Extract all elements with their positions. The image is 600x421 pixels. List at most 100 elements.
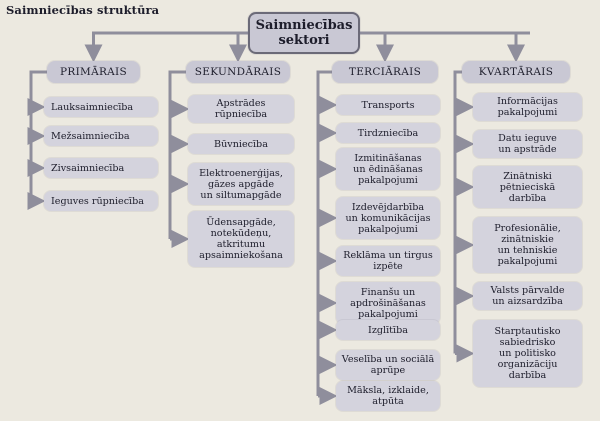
category-secondary: SEKUNDĀRAIS: [186, 61, 290, 83]
item-text-line: pakalpojumi: [358, 174, 418, 186]
item-text: Būvniecība: [214, 139, 268, 150]
item-text-line: Izmitināšanas: [354, 152, 422, 164]
item-text: Tirdzniecība: [358, 128, 418, 139]
item-text-line: Izdevējdarbība: [351, 201, 425, 213]
item-text-line: Tirdzniecība: [357, 127, 419, 139]
item-text-line: un siltumapgāde: [200, 189, 282, 201]
item-text-line: Starptautisko: [494, 326, 561, 337]
item-text-line: apdrošināšanas: [350, 297, 426, 309]
item-text-line: organizāciju: [497, 359, 558, 370]
tertiary-sector-item: Tirdzniecība: [336, 123, 440, 143]
item-text-line: Apstrādes: [216, 98, 266, 109]
root-line-2: sektori: [278, 33, 330, 48]
primary-sector-item: Lauksaimniecība: [44, 97, 158, 117]
primary-sector-item: Zivsaimniecība: [44, 158, 158, 178]
item-text-line: darbība: [508, 192, 547, 204]
item-text-line: aprūpe: [370, 365, 406, 376]
item-text-line: darbība: [508, 370, 547, 381]
secondary-sector-item: Būvniecība: [188, 134, 294, 154]
category-quaternary: KVARTĀRAIS: [462, 61, 570, 83]
diagram-heading: Saimniecības struktūra: [6, 3, 160, 17]
item-text-line: sabiedrisko: [499, 337, 556, 348]
item-text-line: atkritumu: [216, 239, 266, 250]
item-text-line: notekūdeņu,: [210, 228, 272, 239]
item-text-line: Datu ieguve: [498, 133, 557, 144]
item-text-line: un ēdināšanas: [353, 163, 423, 175]
item-text-line: izpēte: [373, 261, 403, 272]
item-text: Zivsaimniecība: [51, 162, 125, 174]
item-text-line: Reklāma un tirgus: [343, 250, 433, 261]
item-text-line: pakalpojumi: [497, 256, 558, 267]
item-text-line: rūpniecība: [214, 109, 268, 120]
category-tertiary: TERCIĀRAIS: [332, 61, 438, 83]
item-text-line: un aizsardzība: [492, 296, 563, 307]
item-text-line: Transports: [361, 99, 415, 111]
item-text-line: Māksla, izklaide,: [347, 385, 429, 396]
item-text-line: gāzes apgāde: [207, 178, 275, 190]
root-line-1: Saimniecības: [255, 18, 353, 33]
item-text-line: Būvniecība: [214, 138, 268, 150]
item-text-line: un politisko: [499, 348, 556, 359]
item-text-line: pētnieciskā: [499, 181, 556, 193]
item-text-line: Izglītība: [368, 324, 408, 336]
item-text-line: atpūta: [372, 396, 404, 407]
primary-sector-item: Ieguves rūpniecība: [44, 191, 158, 211]
item-text-line: Informācijas: [497, 96, 558, 107]
item-text-line: Finanšu un: [360, 286, 416, 298]
item-text: Transports: [361, 100, 414, 111]
item-text-line: Valsts pārvalde: [490, 285, 565, 296]
item-text-line: zinātniskie: [501, 234, 554, 245]
item-text: Māksla, izklaide,atpūta: [347, 385, 429, 407]
item-text-line: pakalpojumi: [497, 107, 558, 118]
item-text-line: un komunikācijas: [345, 212, 431, 224]
item-text: Lauksaimniecība: [51, 101, 134, 113]
item-text-line: pakalpojumi: [358, 308, 418, 320]
item-text: Mežsaimniecība: [51, 130, 130, 142]
tertiary-sector-item: Transports: [336, 95, 440, 115]
item-text-line: un tehniskie: [497, 245, 558, 256]
item-text: Ieguves rūpniecība: [51, 195, 144, 207]
item-text-line: Veselība un sociālā: [341, 354, 435, 365]
item-text-line: Profesionālie,: [494, 223, 561, 234]
item-text-line: Zinātniski: [503, 170, 552, 182]
item-text-line: apsaimniekošana: [199, 250, 283, 261]
item-text-line: Ūdensapgāde,: [206, 217, 276, 228]
item-text-line: un apstrāde: [498, 144, 557, 155]
category-primary: PRIMĀRAIS: [47, 61, 140, 83]
item-text-line: Elektroenerģijas,: [199, 167, 283, 179]
tertiary-sector-item: Māksla, izklaide,atpūta: [336, 381, 440, 411]
tertiary-sector-item: Izglītība: [336, 320, 440, 340]
primary-sector-item: Mežsaimniecība: [44, 126, 158, 146]
item-text-line: pakalpojumi: [358, 223, 418, 235]
